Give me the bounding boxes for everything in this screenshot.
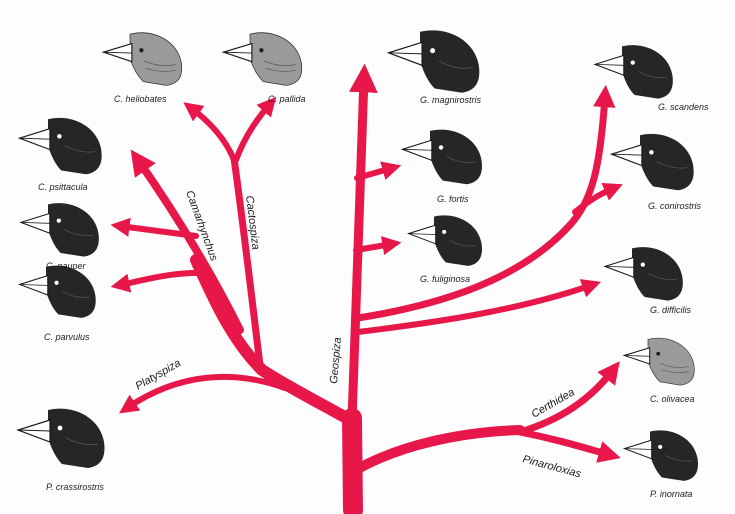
species-label-g-fortis: G. fortis [437,194,469,204]
bird-head-g-fortis [402,130,482,185]
species-label-p-inornata: P. inornata [650,489,692,499]
species-label-g-magnirostris: G. magnirostris [420,95,482,105]
species-label-c-psittacula: C. psittacula [38,182,88,192]
cactospiza-heliobates-branch [191,108,234,160]
species-labels: C. heliobates C. pallida G. magnirostris… [38,94,709,499]
genus-label-pinaroloxias: Pinaroloxias [521,453,582,480]
branches [120,78,614,510]
species-label-g-conirostris: G. conirostris [648,201,702,211]
bird-head-c-olivacea [624,338,694,385]
bird-head-c-pauper [21,203,99,256]
camarhynchus-parvulus-branch [120,273,205,285]
geospiza-scandens-branch [358,96,605,318]
species-label-c-parvulus: C. parvulus [44,332,90,342]
species-label-c-pauper: C. pauper [46,261,87,271]
species-label-c-olivacea: C. olivacea [650,394,695,404]
bird-head-g-magnirostris [389,30,480,92]
cactospiza-pallida-branch [236,104,270,160]
bird-head-p-crassirostris [18,409,104,468]
bird-head-c-heliobates [103,33,181,86]
bird-head-g-fuliginosa [409,215,483,265]
geospiza-conirostris-branch [575,188,614,212]
trunk-branch [352,418,353,510]
bird-head-p-inornata [625,430,699,480]
species-label-p-crassirostris: P. crassirostris [46,482,104,492]
species-label-g-scandens: G. scandens [658,102,709,112]
bird-head-g-difficilis [605,247,683,300]
bird-head-c-parvulus [20,266,96,318]
pinaroloxias-branch [520,432,610,455]
species-label-c-heliobates: C. heliobates [114,94,167,104]
species-label-g-fuliginosa: G. fuliginosa [420,274,470,284]
camarhynchus-branch [138,160,240,330]
bird-head-c-psittacula [19,118,101,174]
bird-head-g-scandens [595,45,673,98]
bird-head-c-pallida [223,33,301,86]
genus-label-geospiza: Geospiza [328,337,344,384]
right-lower-limb-branch [356,430,520,470]
bird-head-g-conirostris [612,134,694,190]
species-label-c-pallida: C. pallida [268,94,306,104]
species-label-g-difficilis: G. difficilis [650,305,692,315]
